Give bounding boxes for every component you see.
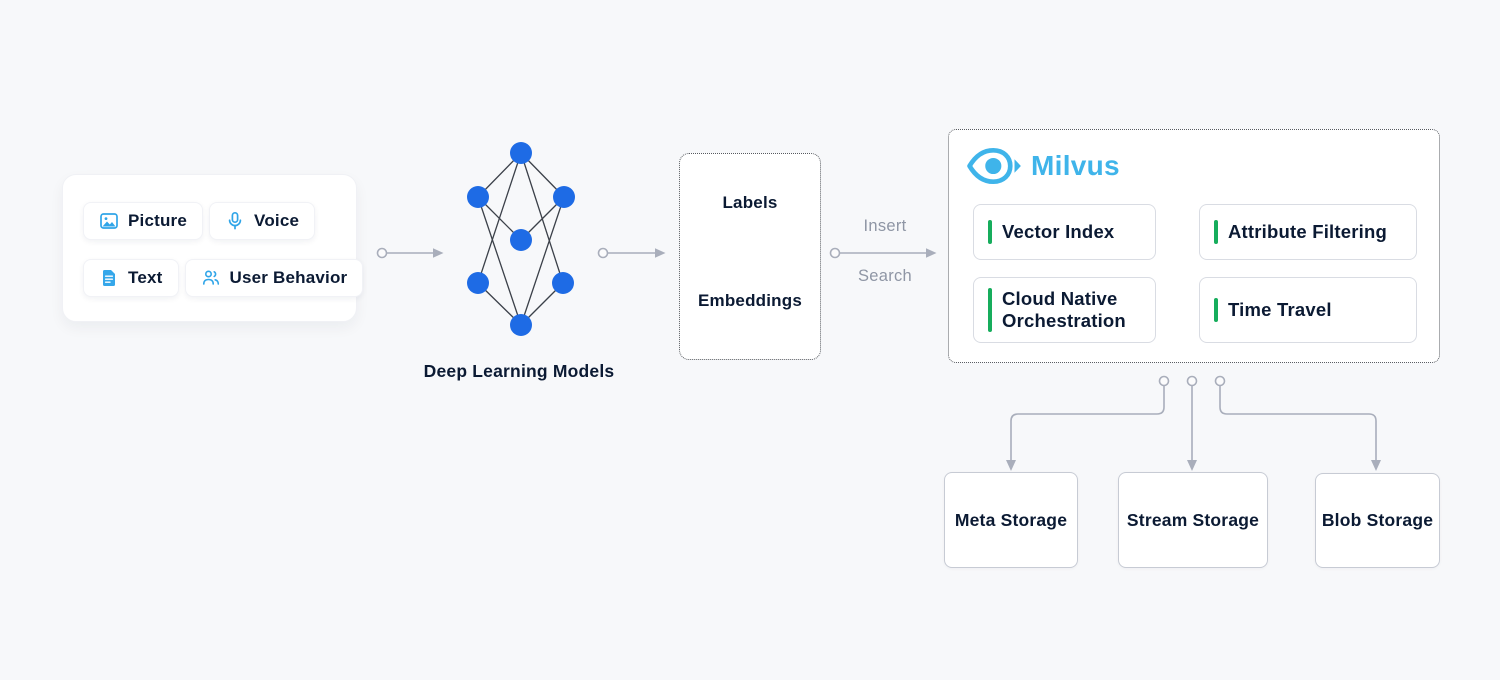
feature-attribute-filtering: Attribute Filtering xyxy=(1199,204,1417,260)
meta-storage-box: Meta Storage xyxy=(944,472,1078,568)
search-label: Search xyxy=(857,267,913,285)
connector-dot xyxy=(829,247,841,259)
feature-cloud-native-orchestration: Cloud Native Orchestration xyxy=(973,277,1156,343)
picture-icon xyxy=(100,213,118,229)
chip-row-2: Text User Behavior xyxy=(83,259,364,297)
arrowhead xyxy=(1371,460,1381,471)
voice-icon xyxy=(228,211,242,230)
connector-dot xyxy=(597,247,609,259)
arrowhead xyxy=(433,248,444,258)
chip-picture: Picture xyxy=(83,202,204,240)
feature-label: Time Travel xyxy=(1228,299,1332,321)
green-accent-bar xyxy=(1214,298,1218,322)
chip-voice: Voice xyxy=(209,202,316,240)
neural-network-nodes xyxy=(467,142,575,336)
milvus-eye-icon xyxy=(967,147,1021,185)
labels-embeddings-box: Labels Embeddings xyxy=(679,153,821,360)
green-accent-bar xyxy=(988,288,992,332)
milvus-logo: Milvus xyxy=(967,142,1120,190)
arrowhead xyxy=(655,248,666,258)
storage-connector-lines xyxy=(1010,386,1377,461)
storage-label: Blob Storage xyxy=(1321,510,1434,530)
neural-network-edges xyxy=(477,152,565,326)
embeddings-text: Embeddings xyxy=(697,291,802,310)
arrowhead xyxy=(926,248,937,258)
storage-label: Meta Storage xyxy=(954,509,1068,530)
chip-user-behavior: User Behavior xyxy=(184,259,364,297)
milvus-panel: Milvus Vector Index Attribute Filtering … xyxy=(948,129,1440,363)
chip-label: Picture xyxy=(128,211,188,230)
connector-dot xyxy=(376,247,388,259)
arrowhead xyxy=(1006,460,1016,471)
chip-text: Text xyxy=(83,259,179,297)
chip-label: Text xyxy=(128,268,163,287)
chip-label: Voice xyxy=(254,211,300,230)
green-accent-bar xyxy=(1214,220,1218,244)
text-icon xyxy=(103,270,115,286)
blob-storage-box: Blob Storage xyxy=(1315,473,1440,568)
chip-row-1: Picture Voice xyxy=(83,202,342,240)
green-accent-bar xyxy=(988,220,992,244)
connector-dot xyxy=(1158,375,1170,387)
connector-dot xyxy=(1186,375,1198,387)
stream-storage-box: Stream Storage xyxy=(1118,472,1268,568)
feature-label: Cloud Native Orchestration xyxy=(1002,288,1126,331)
connector-dot xyxy=(1214,375,1226,387)
data-sources-card: Picture Voice Text xyxy=(62,174,364,322)
insert-label: Insert xyxy=(863,217,907,235)
arrowhead xyxy=(1187,460,1197,471)
feature-time-travel: Time Travel xyxy=(1199,277,1417,343)
chip-label: User Behavior xyxy=(229,268,348,287)
feature-label: Attribute Filtering xyxy=(1228,221,1387,243)
model-caption: Deep Learning Models xyxy=(423,361,615,381)
milvus-brand-text: Milvus xyxy=(1031,150,1120,181)
feature-vector-index: Vector Index xyxy=(973,204,1156,260)
labels-text: Labels xyxy=(722,193,778,212)
milvus-features: Vector Index Attribute Filtering Cloud N… xyxy=(973,204,1417,343)
user-behavior-icon xyxy=(202,270,219,285)
feature-label: Vector Index xyxy=(1002,221,1115,243)
storage-label: Stream Storage xyxy=(1126,509,1260,530)
